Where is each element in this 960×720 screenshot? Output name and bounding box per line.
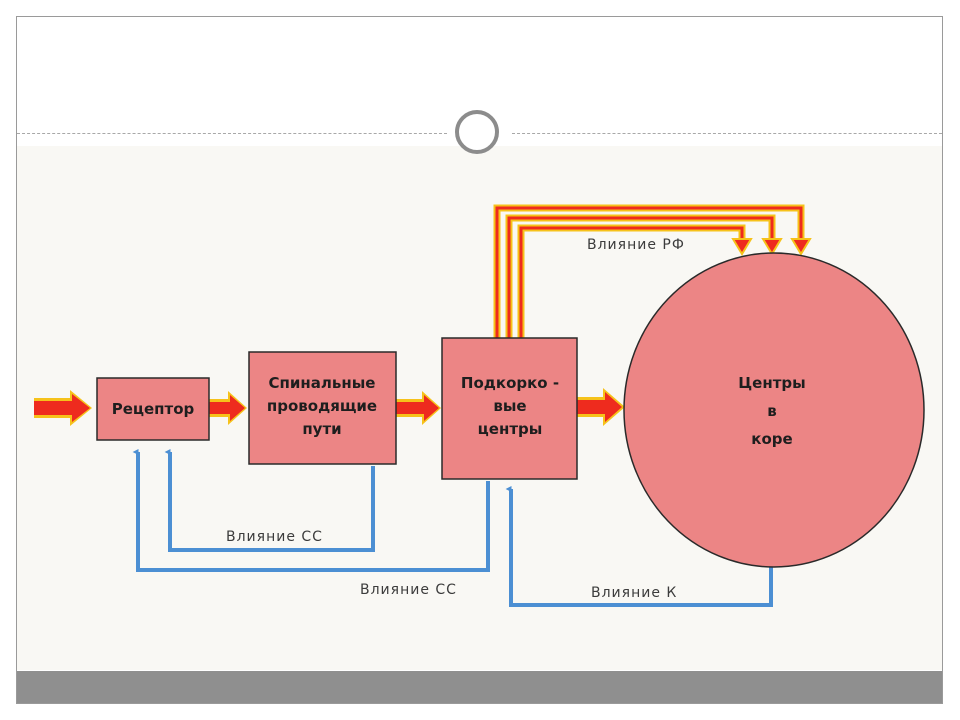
input-arrow [34,390,92,426]
reticular-formation-lines [493,204,812,338]
title-divider-right [512,133,942,134]
subcortical-label-line-1: Подкорко - [461,374,559,392]
influence-ss-inner-label: Влияние СС [226,529,323,545]
influence-k-label: Влияние К [591,585,677,601]
cortex-label-line-1: Центры [738,374,805,392]
cortex-label-line-2: в [767,402,777,420]
subcortical-centers-box [441,337,578,480]
influence-rf-label: Влияние РФ [587,237,685,253]
cortex-label-line-3: коре [751,430,792,448]
cortex-centers-circle [623,252,925,568]
spinal-label-line-2: проводящие [267,397,377,415]
spinal-pathways-box [248,351,397,465]
feedback-lines [132,449,773,607]
footer-bar [17,671,942,703]
subcortical-label-line-2: вые [493,397,526,415]
title-divider-left [17,133,447,134]
receptor-to-spinal-arrow [208,391,247,425]
subcortical-label-line-3: центры [478,420,543,438]
spinal-to-subcortical-arrow [396,391,441,425]
spinal-label-line-3: пути [302,420,341,438]
subcortical-to-cortex-arrow [577,388,625,426]
receptor-label: Рецептор [112,400,195,418]
circle-ornament-icon [455,110,499,154]
influence-ss-outer-label: Влияние СС [360,582,457,598]
spinal-label-line-1: Спинальные [269,374,376,392]
receptor-box [96,377,210,441]
